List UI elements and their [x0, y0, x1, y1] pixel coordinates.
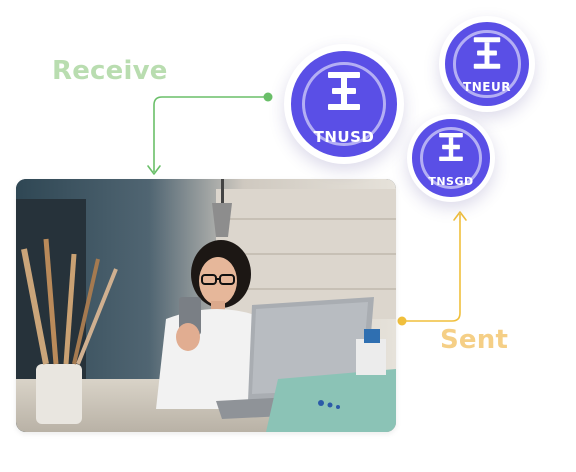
sent-connector — [397, 211, 467, 326]
receive-label: Receive — [52, 56, 168, 86]
tnsgd-coin: TNSGD — [407, 114, 495, 202]
coin-ticker-label: TNEUR — [463, 80, 511, 94]
receive-connector — [147, 92, 273, 175]
tnc-logo-icon — [439, 132, 463, 162]
tnc-logo-icon — [328, 72, 360, 110]
sent-label: Sent — [440, 325, 509, 355]
woman-with-phone-and-laptop-image — [16, 179, 396, 432]
tnusd-coin: TNUSD — [284, 44, 404, 164]
coin-ticker-label: TNUSD — [313, 128, 375, 146]
tnc-logo-icon — [473, 37, 501, 69]
coin-ticker-label: TNSGD — [428, 175, 474, 188]
tneur-coin: TNEUR — [439, 16, 535, 112]
